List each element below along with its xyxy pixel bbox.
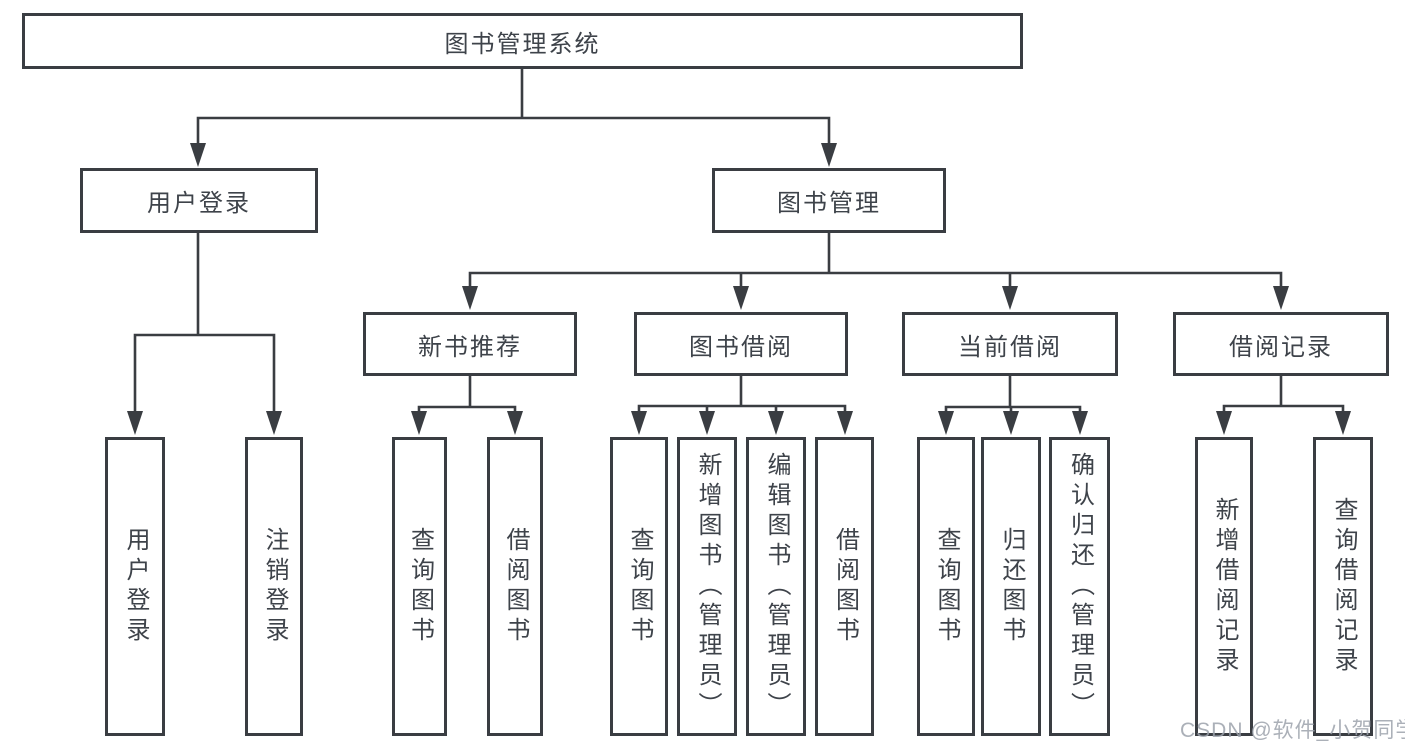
node-book-borrow: 图书借阅 [634, 312, 848, 376]
leaf-query-books-2: 查询图书 [610, 437, 668, 736]
leaf-add-borrow-record: 新增借阅记录 [1195, 437, 1253, 736]
leaf-edit-book-admin: 编辑图书（管理员） [746, 437, 806, 736]
leaf-confirm-return-admin: 确认归还（管理员） [1049, 437, 1110, 736]
leaf-borrow-books-1: 借阅图书 [487, 437, 543, 736]
node-new-book-recommend: 新书推荐 [363, 312, 577, 376]
leaf-user-login: 用户登录 [105, 437, 165, 736]
leaf-query-books-3: 查询图书 [917, 437, 975, 736]
node-book-management: 图书管理 [712, 168, 946, 233]
node-root: 图书管理系统 [22, 13, 1023, 69]
leaf-return-book: 归还图书 [981, 437, 1041, 736]
node-user-login: 用户登录 [80, 168, 318, 233]
leaf-add-book-admin: 新增图书（管理员） [677, 437, 737, 736]
leaf-query-books-1: 查询图书 [392, 437, 447, 736]
leaf-borrow-books-2: 借阅图书 [815, 437, 874, 736]
leaf-query-borrow-record: 查询借阅记录 [1313, 437, 1373, 736]
node-borrow-records: 借阅记录 [1173, 312, 1389, 376]
watermark: CSDN @软件_小贺同学 [1180, 719, 1405, 742]
node-current-borrow: 当前借阅 [902, 312, 1118, 376]
leaf-logout: 注销登录 [245, 437, 303, 736]
